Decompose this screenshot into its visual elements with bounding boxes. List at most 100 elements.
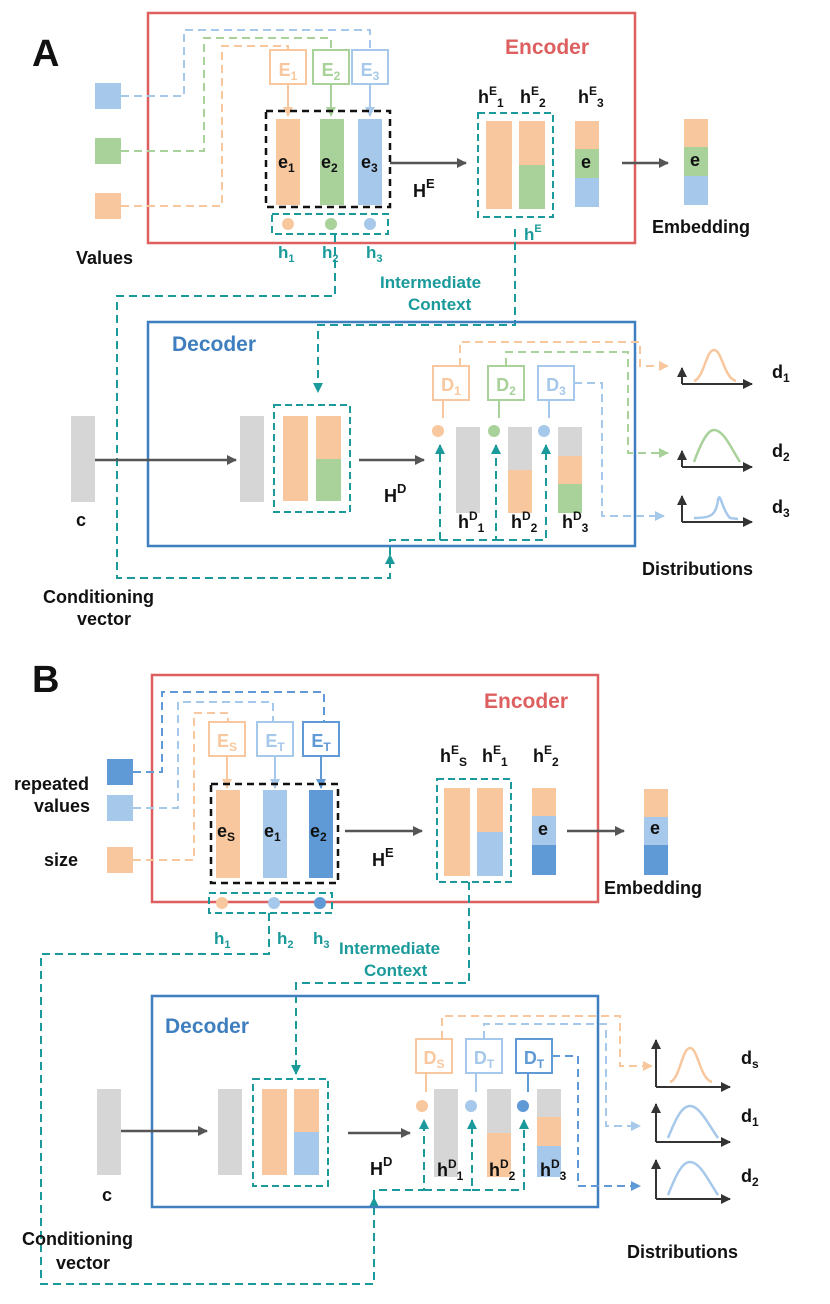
svg-text:hE1: hE1 [482,743,508,769]
svg-text:h1: h1 [214,929,231,951]
svg-text:DT: DT [524,1048,545,1071]
svg-text:d1: d1 [741,1106,759,1129]
svg-text:D3: D3 [546,375,566,398]
h2-dot-a [325,218,337,230]
embedding-label-a: Embedding [652,217,750,237]
svg-text:Decoder: Decoder [165,1015,249,1038]
encoder-box-b [150,673,600,904]
svg-text:hD2: hD2 [489,1157,516,1183]
values-label: Values [76,248,133,268]
distribution-plot-a1 [677,348,753,389]
svg-text:hE3: hE3 [578,84,604,110]
svg-text:E3: E3 [361,60,380,83]
panel-b-label: B [32,659,59,701]
route-orange-a [121,45,289,207]
svg-text:Context: Context [408,295,472,314]
embedding-e2 [320,119,344,205]
svg-text:e1: e1 [264,821,281,844]
svg-text:e2: e2 [310,821,327,844]
encoder-box-a [146,11,637,245]
he-cap-a: HE [413,176,435,201]
c-vector-a [71,416,95,502]
panel-a: A Encoder Values E1 E2 E3 e1 e2 e3 [32,11,790,629]
svg-text:e3: e3 [361,152,378,175]
encoder-e1 [269,49,307,85]
svg-text:hD2: hD2 [511,509,538,535]
distribution-plot-a3 [677,495,753,527]
svg-text:E2: E2 [322,60,341,83]
svg-text:hE2: hE2 [520,84,546,110]
svg-text:d2: d2 [772,441,790,464]
svg-text:e2: e2 [321,152,338,175]
svg-text:Conditioning: Conditioning [22,1229,133,1249]
embeddings-frame-a [264,109,392,209]
panel-a-label: A [32,33,59,75]
h1-dot-a [282,218,294,230]
svg-text:e: e [581,152,591,172]
svg-text:ES: ES [217,731,237,754]
svg-text:e1: e1 [278,152,295,175]
svg-text:h3: h3 [313,929,330,951]
svg-text:e: e [538,819,548,839]
svg-text:Distributions: Distributions [642,559,753,579]
svg-text:hE: hE [524,223,542,244]
svg-text:size: size [44,850,78,870]
svg-text:h1: h1 [278,243,295,265]
svg-text:eS: eS [217,821,235,844]
svg-text:Embedding: Embedding [604,878,702,898]
decoder-title-a: Decoder [172,333,256,356]
svg-text:ds: ds [741,1048,759,1071]
encoder-title-a: Encoder [505,36,589,59]
svg-text:hD3: hD3 [562,509,589,535]
svg-text:HE: HE [372,845,394,870]
svg-text:c: c [76,510,86,530]
route-green-a [121,37,332,152]
svg-text:d2: d2 [741,1166,759,1189]
distribution-plot-b2 [651,1103,731,1147]
context-route-a [313,229,516,393]
svg-text:d1: d1 [772,362,790,385]
embedding-e3 [358,119,382,205]
conditioning-route-a [116,234,395,579]
svg-text:hD1: hD1 [458,509,485,535]
svg-text:d3: d3 [772,497,790,520]
value-input-blue [95,83,121,109]
svg-text:vector: vector [77,609,131,629]
svg-text:e: e [650,818,660,838]
embedding-e1 [276,119,300,205]
route-blue-a [121,29,371,97]
encoder-e2 [312,49,350,85]
distribution-plot-a2 [677,428,753,472]
he-frame-a [477,112,554,218]
svg-text:DT: DT [474,1048,495,1071]
value-input-green [95,138,121,164]
svg-text:h3: h3 [366,243,383,265]
svg-text:Distributions: Distributions [627,1242,738,1262]
svg-text:e: e [690,150,700,170]
svg-text:HD: HD [370,1154,392,1179]
svg-text:hES: hES [440,743,467,769]
svg-text:HD: HD [384,481,406,506]
svg-text:ET: ET [311,731,331,754]
svg-text:repeated: repeated [14,774,89,794]
he1-bar [486,121,512,209]
svg-text:h2: h2 [322,243,339,265]
svg-text:hE1: hE1 [478,84,504,110]
svg-text:vector: vector [56,1253,110,1273]
svg-text:Conditioning: Conditioning [43,587,154,607]
svg-text:Context: Context [364,961,428,980]
svg-text:DS: DS [423,1048,444,1071]
panel-b: B Encoder repeated values size ES ET ET … [14,659,759,1285]
svg-text:ET: ET [265,731,285,754]
h3-dot-a [364,218,376,230]
svg-text:Intermediate: Intermediate [380,273,481,292]
svg-text:c: c [102,1185,112,1205]
he2-bar-bottom [519,165,545,209]
svg-text:D1: D1 [441,375,461,398]
value-input-orange [95,193,121,219]
svg-text:E1: E1 [279,60,298,83]
svg-text:values: values [34,796,90,816]
distribution-plot-b1 [651,1039,731,1092]
svg-text:hE2: hE2 [533,743,559,769]
encoder-title-b: Encoder [484,690,568,713]
